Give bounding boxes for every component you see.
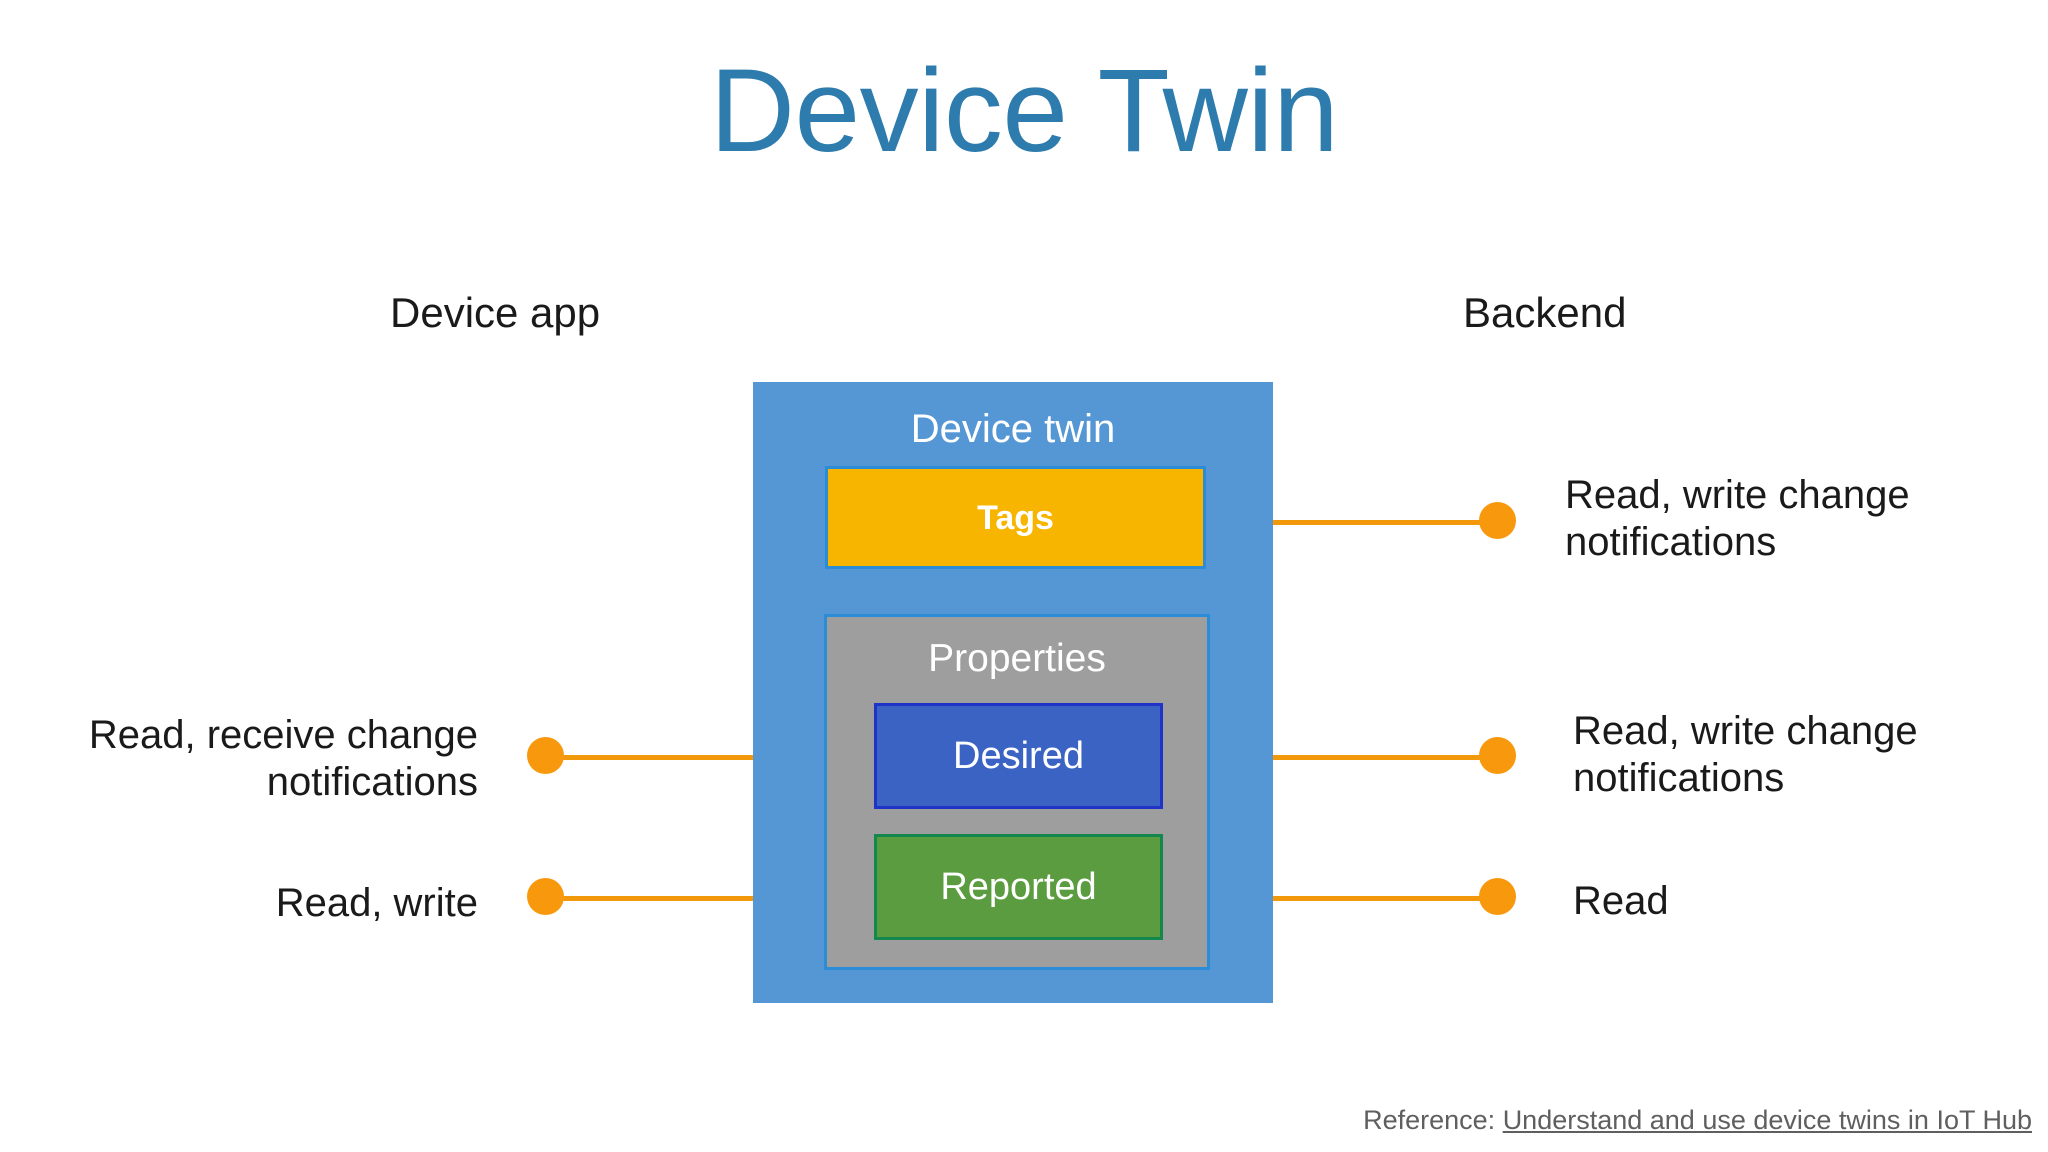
annotation-tags-backend: Read, write change notifications: [1565, 473, 1910, 565]
annotation-reported-deviceapp: Read, write: [275, 881, 478, 925]
column-heading-device-app: Device app: [390, 289, 601, 336]
connector-dot-desired-backend[interactable]: [1479, 737, 1516, 774]
connector-dot-reported-deviceapp[interactable]: [527, 878, 564, 915]
connector-dot-desired-deviceapp[interactable]: [527, 737, 564, 774]
desired-properties-box[interactable]: Desired: [874, 703, 1163, 809]
column-heading-backend: Backend: [1463, 289, 1627, 336]
reported-properties-box[interactable]: Reported: [874, 834, 1163, 940]
reference-footer: Reference: Understand and use device twi…: [1363, 1107, 2032, 1134]
annotation-reported-backend: Read: [1573, 879, 1669, 923]
reported-label: Reported: [940, 866, 1097, 908]
connector-line-tags-backend: [1110, 520, 1510, 525]
tags-box[interactable]: Tags: [825, 466, 1206, 569]
tags-label: Tags: [977, 498, 1054, 537]
connector-dot-reported-backend[interactable]: [1479, 878, 1516, 915]
device-twin-container: Device twin Tags Properties Desired Repo…: [753, 382, 1273, 1003]
page-title: Device Twin: [709, 45, 1339, 177]
connector-dot-tags-backend[interactable]: [1479, 502, 1516, 539]
annotation-desired-backend: Read, write change notifications: [1573, 709, 1918, 801]
reference-prefix: Reference:: [1363, 1105, 1503, 1135]
reference-link[interactable]: Understand and use device twins in IoT H…: [1502, 1105, 2032, 1135]
annotation-desired-deviceapp: Read, receive change notifications: [88, 713, 478, 805]
desired-label: Desired: [953, 735, 1084, 777]
connector-line-desired-backend: [1110, 755, 1510, 760]
device-twin-label: Device twin: [910, 407, 1116, 451]
properties-box: Properties Desired Reported: [824, 614, 1210, 970]
connector-line-reported-backend: [1110, 896, 1510, 901]
properties-label: Properties: [928, 637, 1106, 680]
